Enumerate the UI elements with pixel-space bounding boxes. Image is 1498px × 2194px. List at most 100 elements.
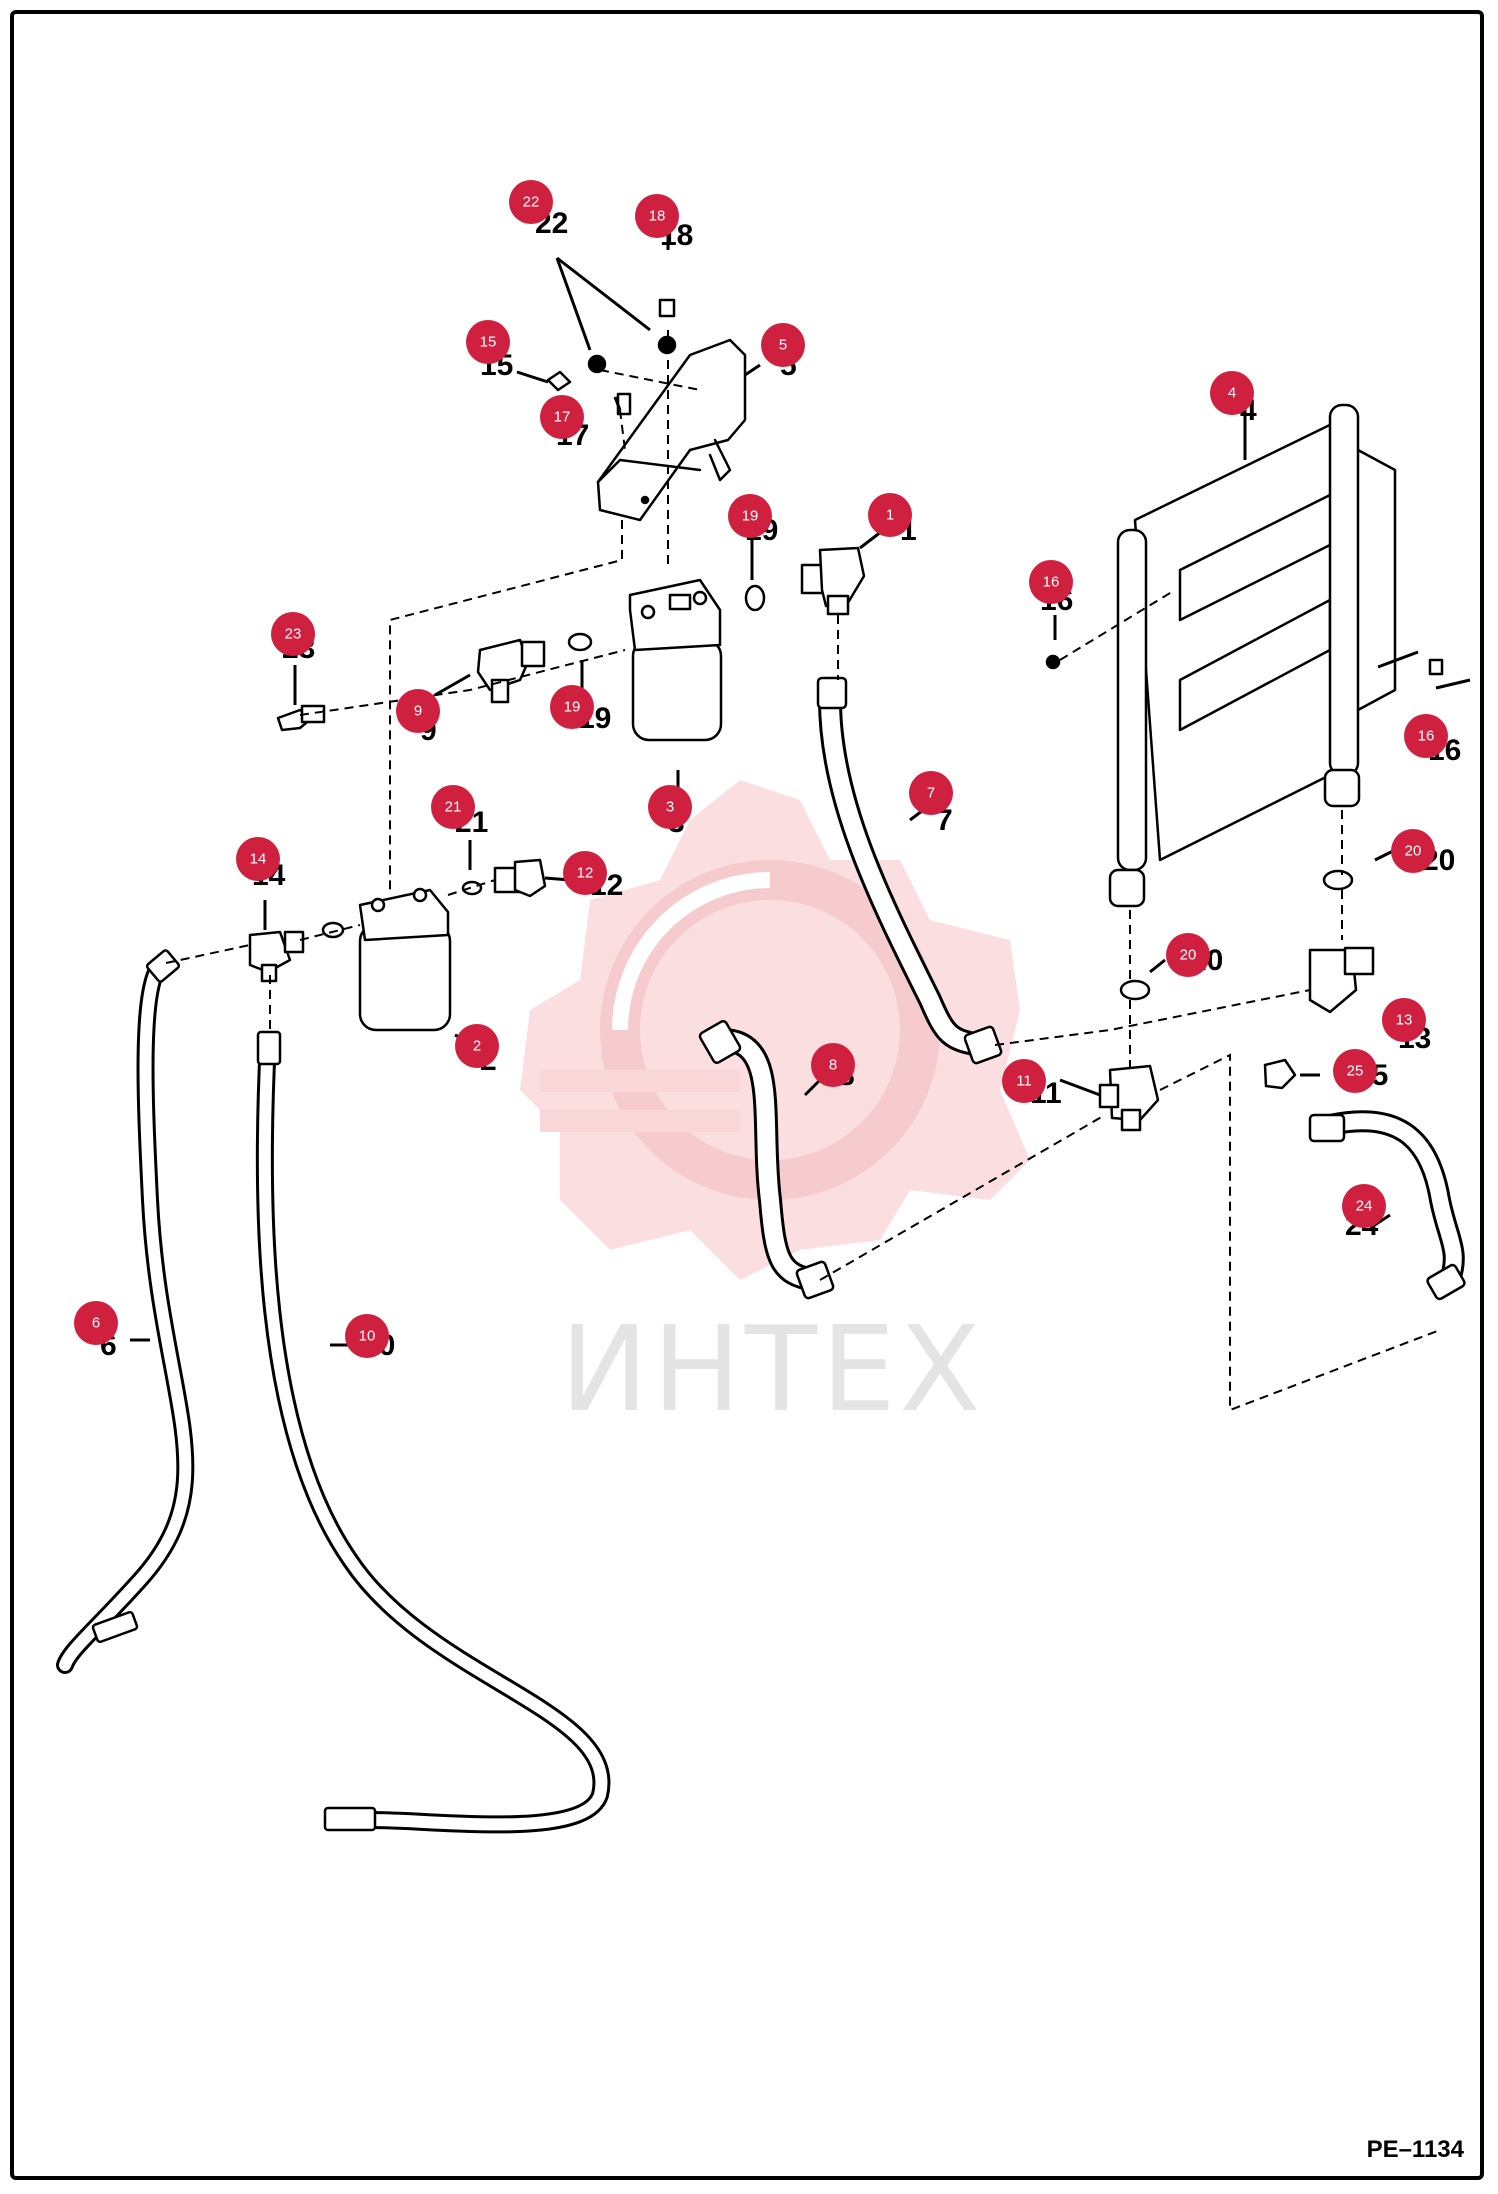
callout-marker bbox=[396, 689, 440, 733]
callout-marker bbox=[1002, 1059, 1046, 1103]
callout-3: 3 bbox=[648, 785, 692, 829]
callout-marker bbox=[648, 785, 692, 829]
assembly-lines bbox=[165, 330, 1441, 1412]
callout-marker bbox=[1210, 371, 1254, 415]
callout-label: 21 bbox=[445, 799, 462, 816]
callout-14: 14 bbox=[236, 837, 280, 881]
hose-8 bbox=[698, 1019, 835, 1300]
callout-label: 20 bbox=[1180, 947, 1197, 964]
callout-22: 22 bbox=[509, 180, 553, 224]
callout-marker bbox=[1333, 1049, 1377, 1093]
callout-label: 2 bbox=[473, 1038, 481, 1055]
hose-7 bbox=[816, 676, 1003, 1065]
callout-marker bbox=[635, 194, 679, 238]
o-ring-19b bbox=[744, 584, 766, 612]
callout-label: 5 bbox=[779, 337, 787, 354]
oil-cooler-4 bbox=[1045, 403, 1444, 908]
callout-label: 15 bbox=[480, 334, 497, 351]
callout-marker bbox=[431, 785, 475, 829]
callout-5: 5 bbox=[761, 323, 805, 367]
callout-marker bbox=[1342, 1184, 1386, 1228]
elbow-1 bbox=[800, 546, 866, 616]
callout-label: 11 bbox=[1016, 1073, 1032, 1090]
callout-marker bbox=[271, 612, 315, 656]
callout-9: 9 bbox=[396, 689, 440, 733]
callout-marker bbox=[345, 1314, 389, 1358]
callout-16: 16 bbox=[1404, 714, 1448, 758]
callout-24: 24 bbox=[1342, 1184, 1386, 1228]
callout-8: 8 bbox=[811, 1043, 855, 1087]
o-ring-20a bbox=[1119, 979, 1151, 1001]
callout-marker bbox=[236, 837, 280, 881]
nut-25 bbox=[1263, 1058, 1297, 1090]
o-ring-20b bbox=[1322, 869, 1354, 891]
line-art bbox=[56, 298, 1466, 1834]
fitting-12 bbox=[493, 858, 547, 898]
callout-label: 1 bbox=[886, 507, 894, 524]
elbow-13 bbox=[1308, 946, 1375, 1014]
callout-25: 25 bbox=[1333, 1049, 1377, 1093]
callout-20: 20 bbox=[1391, 829, 1435, 873]
o-ring-21 bbox=[461, 880, 483, 896]
filter-2 bbox=[358, 887, 452, 1032]
plug-23 bbox=[276, 704, 326, 732]
callout-marker bbox=[1029, 560, 1073, 604]
callout-16: 16 bbox=[1029, 560, 1073, 604]
callout-label: 16 bbox=[1418, 728, 1435, 745]
callout-marker bbox=[1391, 829, 1435, 873]
callout-label: 23 bbox=[285, 626, 302, 643]
leader-lines bbox=[130, 230, 1471, 1347]
callout-18: 18 bbox=[635, 194, 679, 238]
callout-label: 14 bbox=[250, 851, 267, 868]
watermark-text: ИНТЕХ bbox=[560, 1300, 985, 1438]
hose-24 bbox=[1308, 1110, 1466, 1301]
callout-10: 10 bbox=[345, 1314, 389, 1358]
callout-6: 6 bbox=[74, 1301, 118, 1345]
hose-6 bbox=[56, 949, 195, 1674]
tee-14 bbox=[248, 930, 305, 983]
callout-label: 24 bbox=[1356, 1198, 1373, 1215]
mounting-bracket-5 bbox=[596, 338, 747, 522]
callout-marker bbox=[868, 493, 912, 537]
callout-21: 21 bbox=[431, 785, 475, 829]
callout-label: 19 bbox=[742, 508, 759, 525]
callout-label: 13 bbox=[1396, 1012, 1413, 1029]
callout-20: 20 bbox=[1166, 933, 1210, 977]
callout-label: 18 bbox=[649, 208, 666, 225]
callout-marker bbox=[509, 180, 553, 224]
callout-1: 1 bbox=[868, 493, 912, 537]
callout-label: 7 bbox=[927, 785, 935, 802]
callout-label: 9 bbox=[414, 703, 422, 720]
callout-13: 13 bbox=[1382, 998, 1426, 1042]
callout-marker bbox=[74, 1301, 118, 1345]
callout-label: 4 bbox=[1228, 385, 1236, 402]
hose-10 bbox=[255, 1030, 611, 1834]
callout-label: 16 bbox=[1043, 574, 1060, 591]
callout-layer: 1234567891011121314151616171819192020212… bbox=[74, 180, 1448, 1358]
callout-marker bbox=[563, 851, 607, 895]
callout-2: 2 bbox=[455, 1024, 499, 1068]
o-ring-tee bbox=[321, 921, 345, 939]
callout-label: 10 bbox=[359, 1328, 376, 1345]
callout-label: 12 bbox=[577, 865, 594, 882]
callout-marker bbox=[455, 1024, 499, 1068]
callout-marker bbox=[466, 320, 510, 364]
callout-label: 22 bbox=[523, 194, 540, 211]
callout-label: 3 bbox=[666, 799, 674, 816]
watermark-gear-logo bbox=[520, 780, 1030, 1280]
callout-7: 7 bbox=[909, 771, 953, 815]
callout-12: 12 bbox=[563, 851, 607, 895]
tee-11 bbox=[1098, 1064, 1160, 1132]
callout-marker bbox=[550, 685, 594, 729]
callout-marker bbox=[811, 1043, 855, 1087]
callout-15: 15 bbox=[466, 320, 510, 364]
callout-marker bbox=[909, 771, 953, 815]
callout-label: 25 bbox=[1347, 1063, 1364, 1080]
callout-marker bbox=[761, 323, 805, 367]
callout-19: 19 bbox=[728, 494, 772, 538]
callout-23: 23 bbox=[271, 612, 315, 656]
callout-marker bbox=[540, 395, 584, 439]
callout-label: 19 bbox=[564, 699, 581, 716]
